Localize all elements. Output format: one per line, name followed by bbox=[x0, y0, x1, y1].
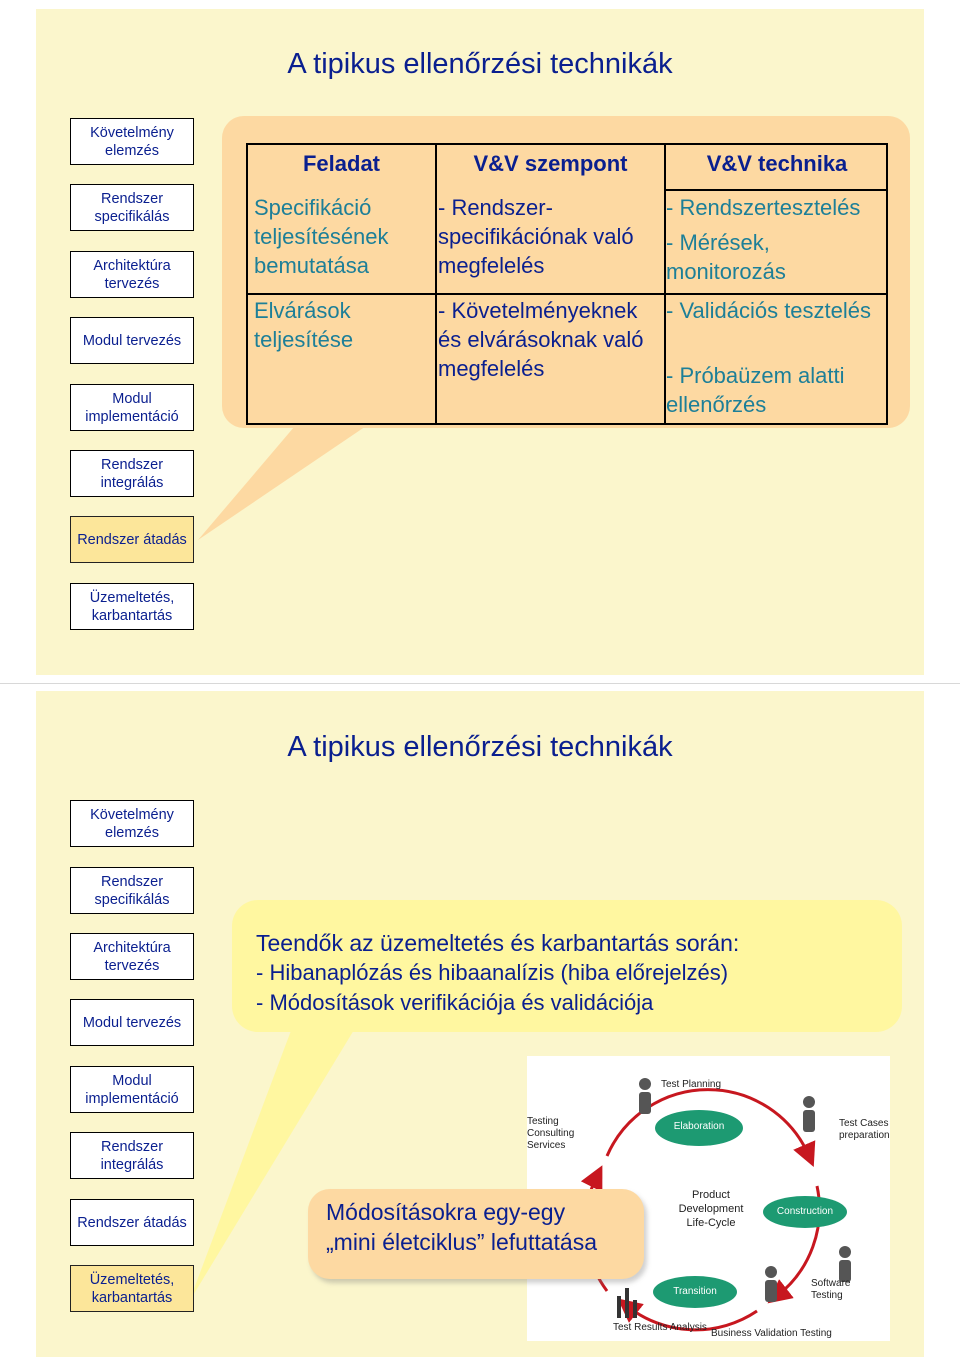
row1-technique-2: - Mérések, monitorozás bbox=[666, 230, 786, 284]
row1-aspect: - Rendszer- specifikációnak való megfele… bbox=[438, 195, 634, 278]
phase-box: Rendszer specifikálás bbox=[70, 867, 194, 914]
slide-2-title: A tipikus ellenőrzési technikák bbox=[287, 731, 673, 763]
phase-box: Követelmény elemzés bbox=[70, 118, 194, 165]
slide-1-title: A tipikus ellenőrzési technikák bbox=[287, 48, 673, 80]
phase-box: Rendszer integrálás bbox=[70, 1132, 194, 1179]
table-callout-bubble bbox=[222, 116, 910, 428]
row2-task: Elvárások teljesítése bbox=[254, 298, 354, 352]
phase-box: Modul tervezés bbox=[70, 317, 194, 364]
header-aspect: V&V szempont bbox=[473, 151, 628, 176]
label-business-validation: Business Validation Testing bbox=[711, 1328, 832, 1339]
phase-elaboration: Elaboration bbox=[673, 1121, 725, 1132]
row2-technique-1: - Validációs tesztelés bbox=[666, 298, 872, 323]
label-test-planning: Test Planning bbox=[661, 1079, 722, 1090]
phase-box: Rendszer specifikálás bbox=[70, 184, 194, 231]
callout-line-2: „mini életciklus” lefuttatása bbox=[326, 1229, 597, 1255]
phase-box: Architektúra tervezés bbox=[70, 251, 194, 298]
callout-pointer bbox=[198, 420, 375, 540]
task-item-2: - Módosítások verifikációja és validáció… bbox=[256, 990, 654, 1015]
phase-box-active: Üzemeltetés, karbantartás bbox=[70, 1265, 194, 1312]
row1-task: Specifikáció teljesítésének bemutatása bbox=[254, 195, 389, 278]
label-test-results: Test Results Analysis bbox=[613, 1322, 707, 1333]
header-technique: V&V technika bbox=[706, 151, 848, 176]
phase-box: Rendszer átadás bbox=[70, 1199, 194, 1246]
row1-technique-1: - Rendszertesztelés bbox=[666, 195, 861, 220]
phase-box: Modul implementáció bbox=[70, 384, 194, 431]
page-separator bbox=[0, 683, 960, 684]
callout-line-1: Módosításokra egy-egy bbox=[326, 1199, 566, 1225]
phase-box: Architektúra tervezés bbox=[70, 933, 194, 980]
mini-lifecycle-callout bbox=[308, 1189, 644, 1279]
label-software-testing: Software Testing bbox=[811, 1278, 851, 1301]
tasks-bubble bbox=[232, 900, 902, 1032]
phase-box: Modul implementáció bbox=[70, 1066, 194, 1113]
phase-transition: Transition bbox=[673, 1286, 717, 1297]
phase-construction: Construction bbox=[776, 1206, 834, 1217]
vv-table: Feladat V&V szempont V&V technika Specif… bbox=[246, 143, 888, 425]
phase-box: Rendszer integrálás bbox=[70, 450, 194, 497]
label-test-cases: Test Cases preparation bbox=[839, 1118, 890, 1141]
phase-box-active: Rendszer átadás bbox=[70, 516, 194, 563]
diagram-center-label: Product Development Life-Cycle bbox=[678, 1189, 744, 1229]
tasks-bubble-pointer bbox=[189, 1020, 360, 1302]
tasks-heading: Teendők az üzemeltetés és karbantartás s… bbox=[256, 930, 740, 956]
header-task: Feladat bbox=[302, 151, 381, 176]
task-item-1: - Hibanaplózás és hibaanalízis (hiba elő… bbox=[256, 960, 729, 985]
lifecycle-diagram-svg bbox=[580, 1078, 851, 1332]
phase-box: Követelmény elemzés bbox=[70, 800, 194, 847]
phase-box: Modul tervezés bbox=[70, 999, 194, 1046]
row2-technique-2: - Próbaüzem alatti ellenőrzés bbox=[666, 363, 845, 417]
label-testing-consulting: Testing Consulting Services bbox=[527, 1116, 575, 1151]
phase-box: Üzemeltetés, karbantartás bbox=[70, 583, 194, 630]
row2-aspect: - Követelményeknek és elvárásoknak való … bbox=[438, 298, 644, 381]
